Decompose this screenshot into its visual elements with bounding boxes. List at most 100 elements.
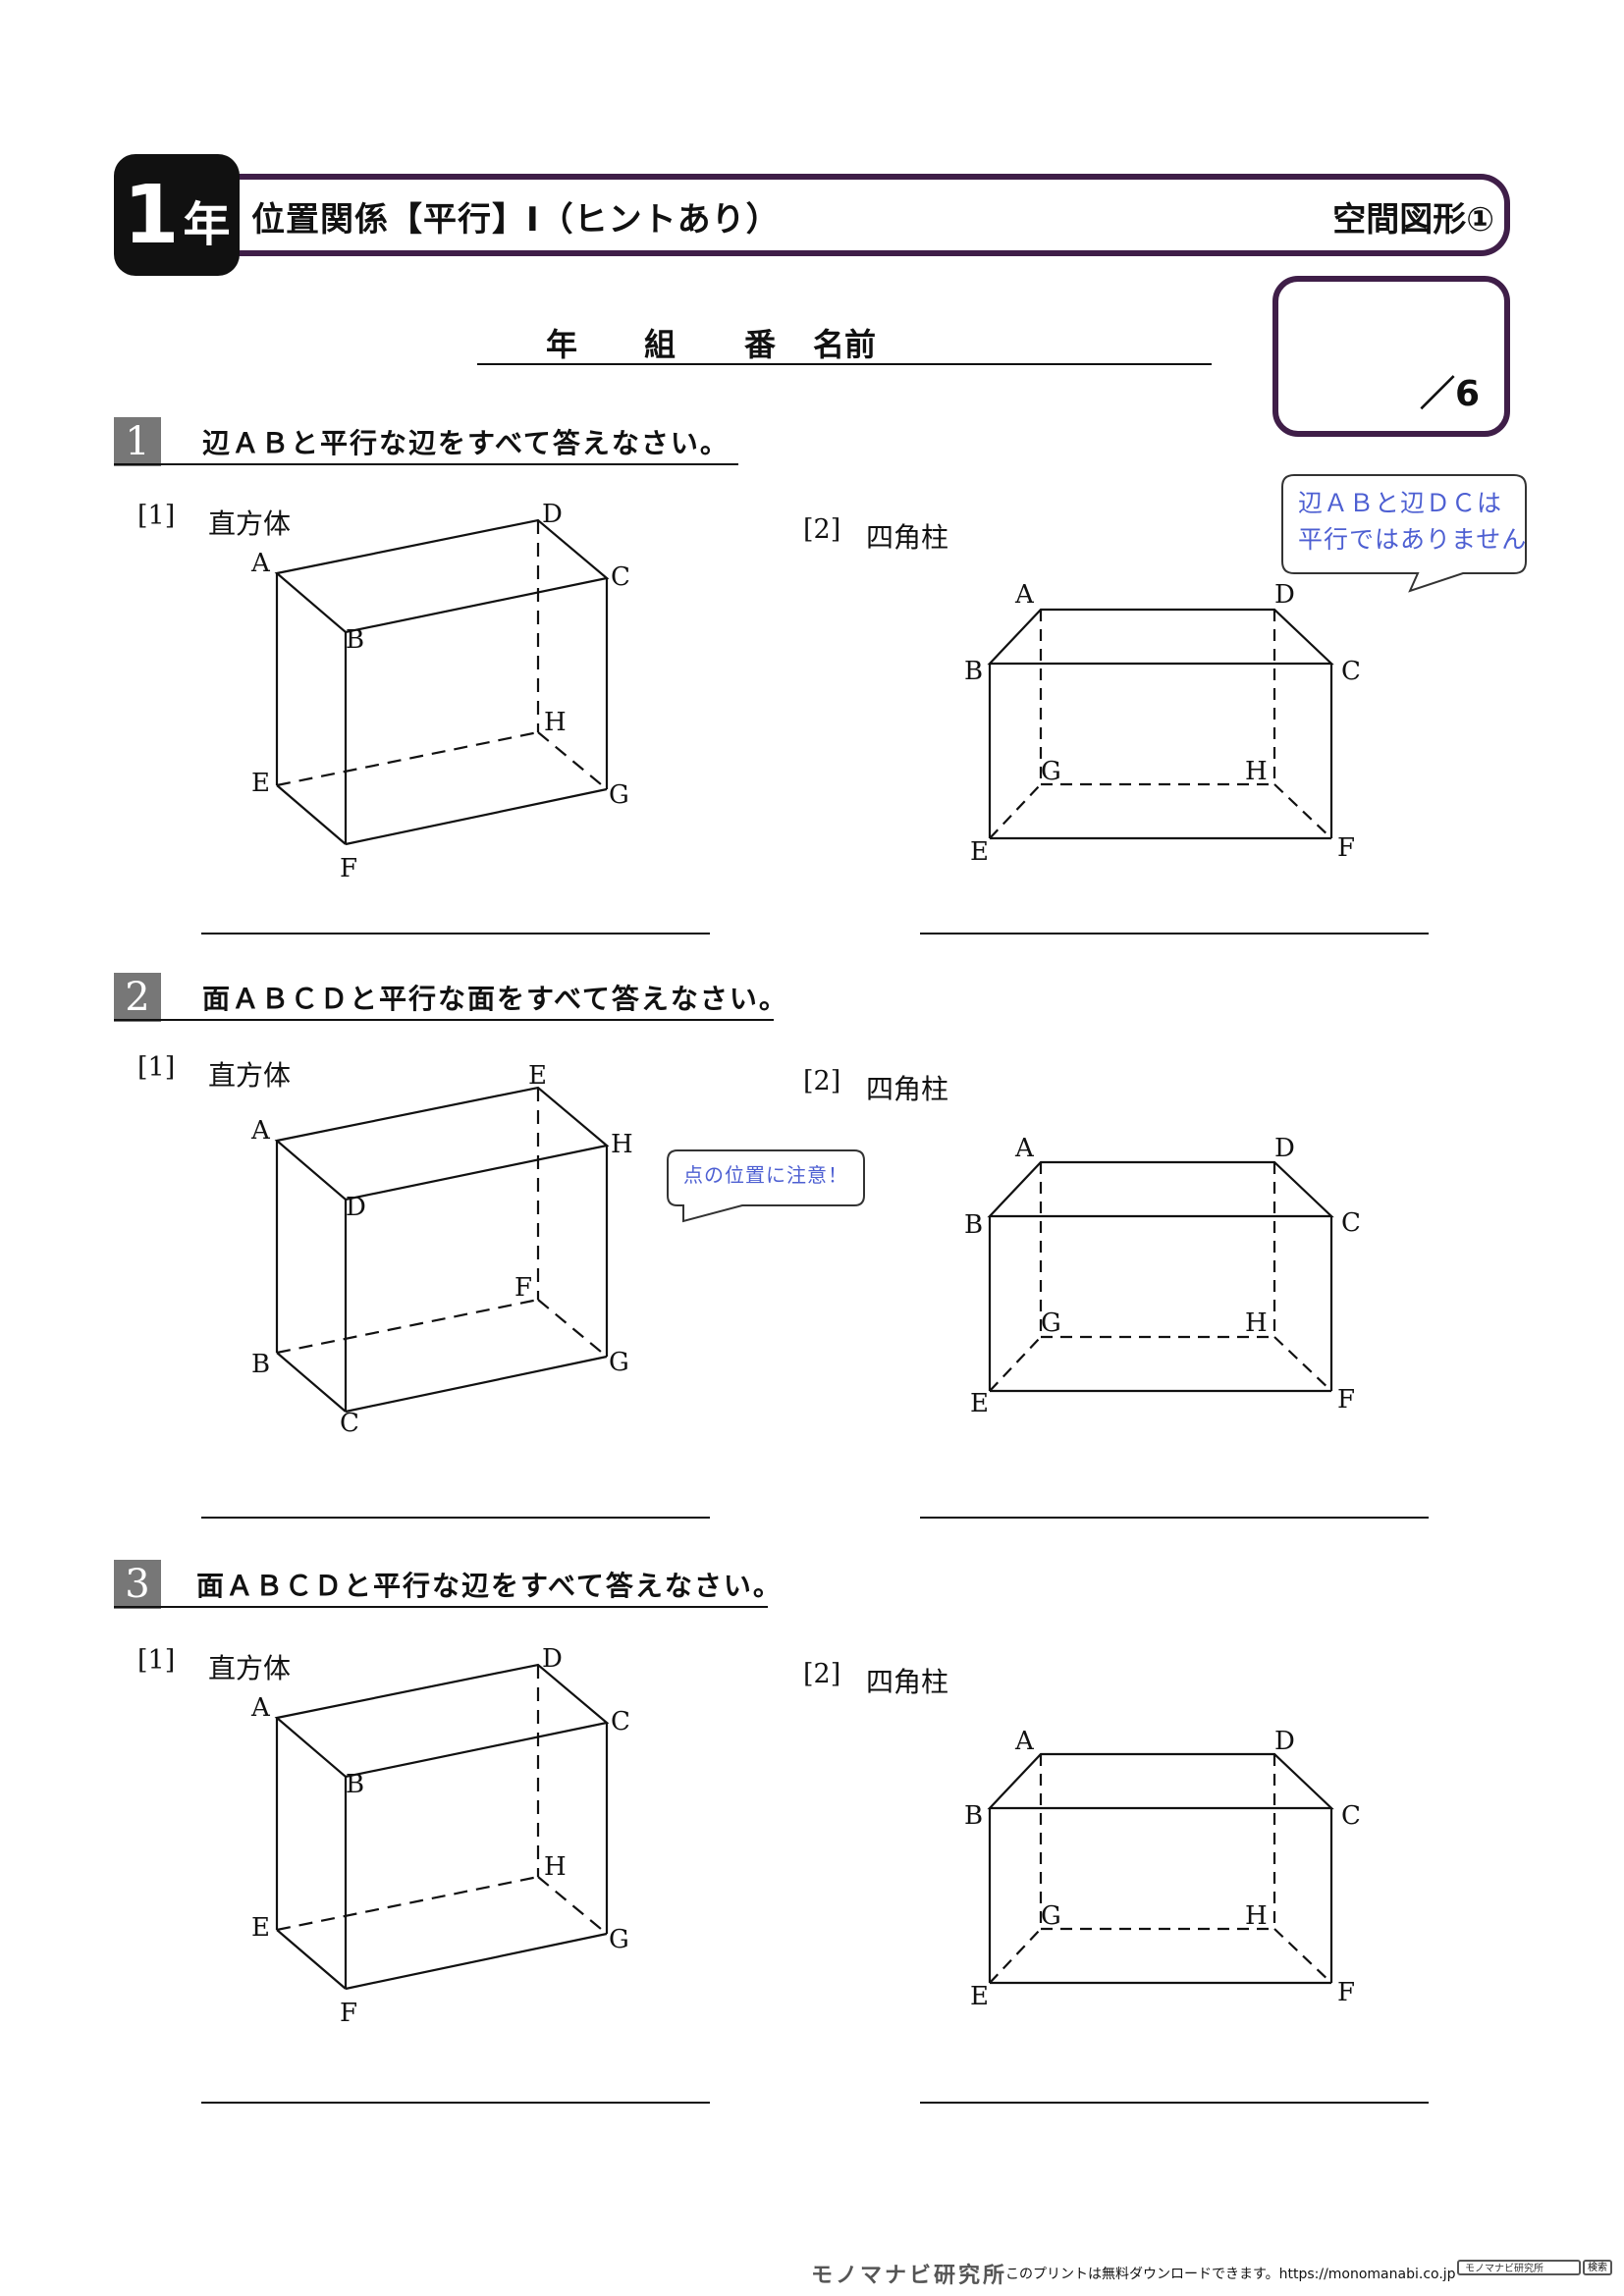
vertex-label: D: [542, 1644, 563, 1674]
question-underline: [114, 1019, 774, 1021]
answer-line[interactable]: [201, 1517, 710, 1519]
vertex-label: H: [1245, 1901, 1268, 1931]
vertex-label: A: [250, 549, 271, 578]
vertex-label: F: [340, 854, 357, 883]
shape-name: 四角柱: [866, 521, 949, 554]
vertex-label: D: [1274, 1727, 1295, 1756]
worksheet-title: 位置関係【平行】Ⅰ（ヒントあり）: [251, 200, 781, 240]
question-text: 面ＡＢＣＤと平行な辺をすべて答えなさい。: [196, 1570, 783, 1602]
vertex-label: C: [340, 1409, 359, 1438]
vertex-label: G: [609, 1348, 629, 1377]
hint-bubble-shape: [1281, 474, 1527, 593]
cuboid-figure: [274, 1663, 610, 1991]
vertex-label: H: [1245, 757, 1268, 786]
answer-line[interactable]: [201, 933, 710, 934]
vertex-label: E: [970, 837, 989, 867]
hint-line: 平行ではありません: [1298, 525, 1528, 554]
vertex-label: G: [1041, 757, 1061, 786]
question-underline: [114, 1606, 768, 1608]
score-total: ／6: [1420, 374, 1481, 414]
grade-number: 1: [123, 168, 180, 262]
cuboid-figure: [274, 1086, 610, 1414]
vertex-label: D: [1274, 1134, 1295, 1163]
sub-question-label: [2]: [803, 1659, 841, 1689]
vertex-label: G: [1041, 1901, 1061, 1931]
vertex-label: F: [1337, 833, 1355, 863]
vertex-label: G: [609, 1925, 629, 1954]
vertex-label: E: [251, 769, 270, 798]
vertex-label: F: [514, 1273, 532, 1303]
prism-figure: [987, 608, 1334, 840]
prism-figure: [987, 1752, 1334, 1985]
vertex-label: E: [528, 1061, 547, 1091]
vertex-label: H: [1245, 1308, 1268, 1338]
name-row[interactable]: 年 組 番 名前: [477, 316, 1212, 365]
vertex-label: F: [340, 1999, 357, 2028]
vertex-label: A: [1014, 580, 1035, 610]
vertex-label: A: [250, 1116, 271, 1146]
vertex-label: C: [1341, 1801, 1361, 1831]
sub-question-label: [1]: [137, 1645, 176, 1676]
vertex-label: H: [611, 1130, 633, 1159]
shape-name: 直方体: [208, 1059, 292, 1092]
cuboid-figure: [274, 518, 610, 846]
hint-bubble: 辺ＡＢと辺ＤＣは 平行ではありません: [1298, 485, 1527, 558]
class-label: 組: [644, 326, 677, 363]
vertex-label: G: [609, 780, 629, 810]
vertex-label: H: [544, 1852, 567, 1882]
hint-bubble-shape: [667, 1149, 865, 1223]
vertex-label: A: [250, 1693, 271, 1723]
vertex-label: D: [542, 500, 563, 529]
vertex-label: F: [1337, 1978, 1355, 2007]
footer-logo[interactable]: モノマナビ研究所: [811, 2264, 1008, 2288]
sub-question-label: [1]: [137, 501, 176, 531]
number-label: 番: [744, 326, 777, 363]
vertex-label: B: [964, 657, 983, 686]
footer-text[interactable]: このプリントは無料ダウンロードできます。https://monomanabi.c…: [1005, 2267, 1456, 2282]
vertex-label: A: [1014, 1134, 1035, 1163]
vertex-label: C: [611, 562, 630, 592]
hint-line: 辺ＡＢと辺ＤＣは: [1298, 489, 1503, 517]
shape-name: 四角柱: [866, 1666, 949, 1698]
vertex-label: B: [346, 625, 364, 655]
title-bar: [232, 174, 1510, 256]
sub-question-label: [2]: [803, 1066, 841, 1096]
vertex-label: E: [970, 1982, 989, 2011]
question-text: 面ＡＢＣＤと平行な面をすべて答えなさい。: [202, 983, 788, 1015]
hint-bubble: 点の位置に注意！: [683, 1163, 848, 1187]
vertex-label: F: [1337, 1385, 1355, 1415]
shape-name: 直方体: [208, 507, 292, 540]
sub-question-label: [1]: [137, 1052, 176, 1083]
answer-line[interactable]: [920, 2102, 1429, 2104]
footer-search-input[interactable]: モノマナビ研究所: [1457, 2260, 1581, 2275]
grade-badge: 1 年: [114, 154, 240, 276]
vertex-label: C: [1341, 657, 1361, 686]
answer-line[interactable]: [920, 1517, 1429, 1519]
question-number-badge: 2: [114, 973, 161, 1022]
name-label: 名前: [813, 326, 877, 363]
vertex-label: C: [611, 1707, 630, 1736]
question-number-badge: 3: [114, 1560, 161, 1609]
answer-line[interactable]: [201, 2102, 710, 2104]
vertex-label: B: [346, 1770, 364, 1799]
question-underline: [114, 463, 738, 465]
vertex-label: B: [251, 1350, 270, 1379]
question-text: 辺ＡＢと平行な辺をすべて答えなさい。: [202, 427, 730, 459]
vertex-label: A: [1014, 1727, 1035, 1756]
question-number-badge: 1: [114, 417, 161, 466]
shape-name: 四角柱: [866, 1073, 949, 1105]
shape-name: 直方体: [208, 1652, 292, 1684]
vertex-label: E: [970, 1389, 989, 1418]
sub-question-label: [2]: [803, 514, 841, 545]
vertex-label: C: [1341, 1208, 1361, 1238]
vertex-label: D: [346, 1193, 366, 1222]
vertex-label: G: [1041, 1308, 1061, 1338]
score-box[interactable]: [1272, 276, 1510, 437]
worksheet-subtitle: 空間図形①: [1332, 200, 1494, 240]
answer-line[interactable]: [920, 933, 1429, 934]
footer-search-button[interactable]: 検索: [1583, 2260, 1612, 2275]
vertex-label: E: [251, 1913, 270, 1943]
vertex-label: B: [964, 1210, 983, 1240]
year-label: 年: [546, 326, 578, 363]
